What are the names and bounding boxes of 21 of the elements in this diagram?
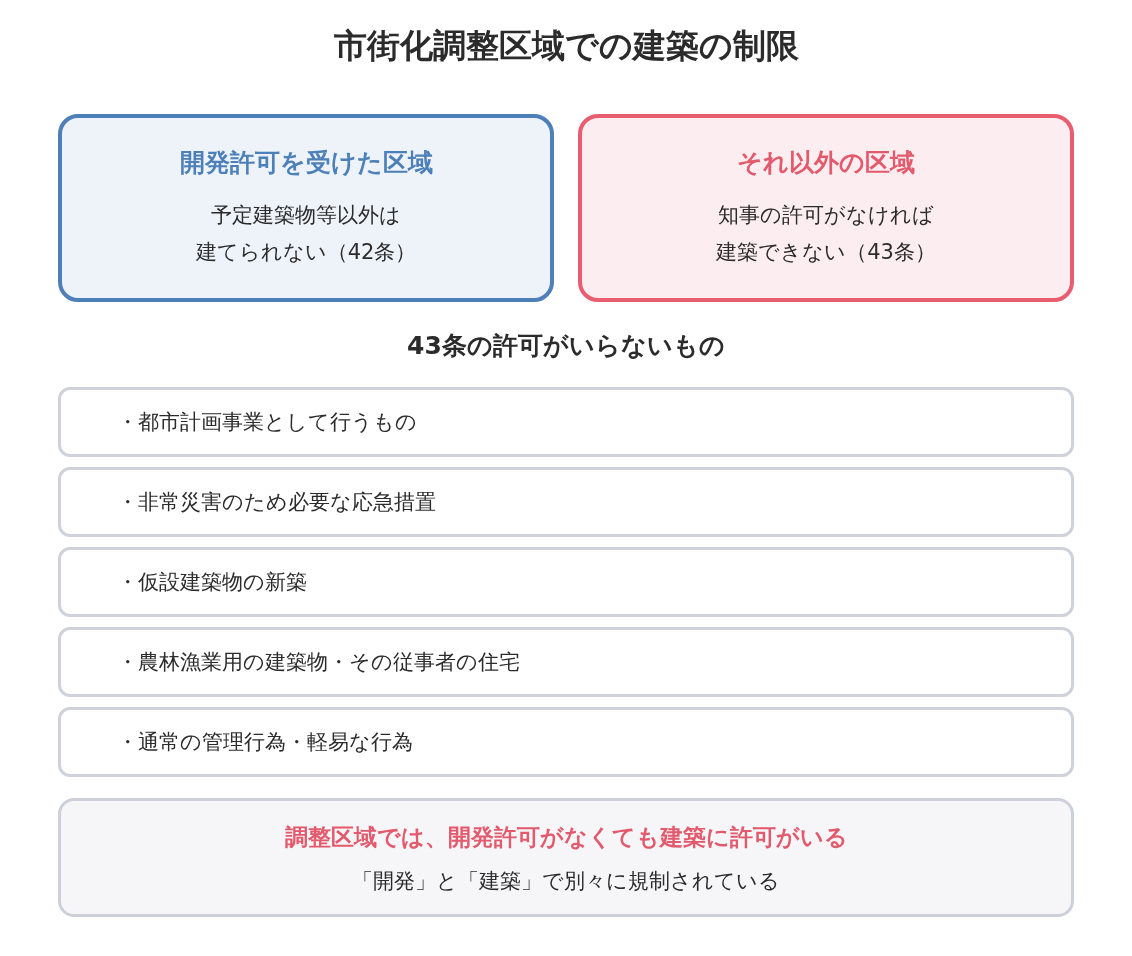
info-card bbox=[578, 114, 1074, 302]
list-item-text: ・非常災害のため必要な応急措置 bbox=[117, 489, 437, 516]
card-body-text: 予定建築物等以外は建てられない（42条） bbox=[194, 202, 418, 266]
list-item-text: ・都市計画事業として行うもの bbox=[117, 409, 418, 436]
card-heading: それ以外の区域 bbox=[736, 147, 916, 179]
list-item-text: ・通常の管理行為・軽易な行為 bbox=[117, 729, 414, 756]
list-item-text: ・農林漁業用の建築物・その従事者の住宅 bbox=[117, 649, 521, 676]
card-body-text: 知事の許可がなければ建築できない（43条） bbox=[715, 202, 937, 266]
list-item-box bbox=[58, 627, 1074, 697]
list-item-box bbox=[58, 707, 1074, 777]
list-item-text: ・仮設建築物の新築 bbox=[117, 569, 308, 596]
summary-box bbox=[58, 798, 1074, 917]
diagram-title: 市街化調整区域での建築の制限 bbox=[332, 25, 800, 67]
info-card bbox=[58, 114, 554, 302]
section-heading: 43条の許可がいらないもの bbox=[406, 330, 726, 362]
summary-text: 「開発」と「建築」で別々に規制されている bbox=[351, 867, 781, 895]
list-item-box bbox=[58, 547, 1074, 617]
summary-heading: 調整区域では、開発許可がなくても建築に許可がいる bbox=[283, 822, 849, 852]
list-item-box bbox=[58, 467, 1074, 537]
card-heading: 開発許可を受けた区域 bbox=[178, 147, 434, 179]
list-item-box bbox=[58, 387, 1074, 457]
